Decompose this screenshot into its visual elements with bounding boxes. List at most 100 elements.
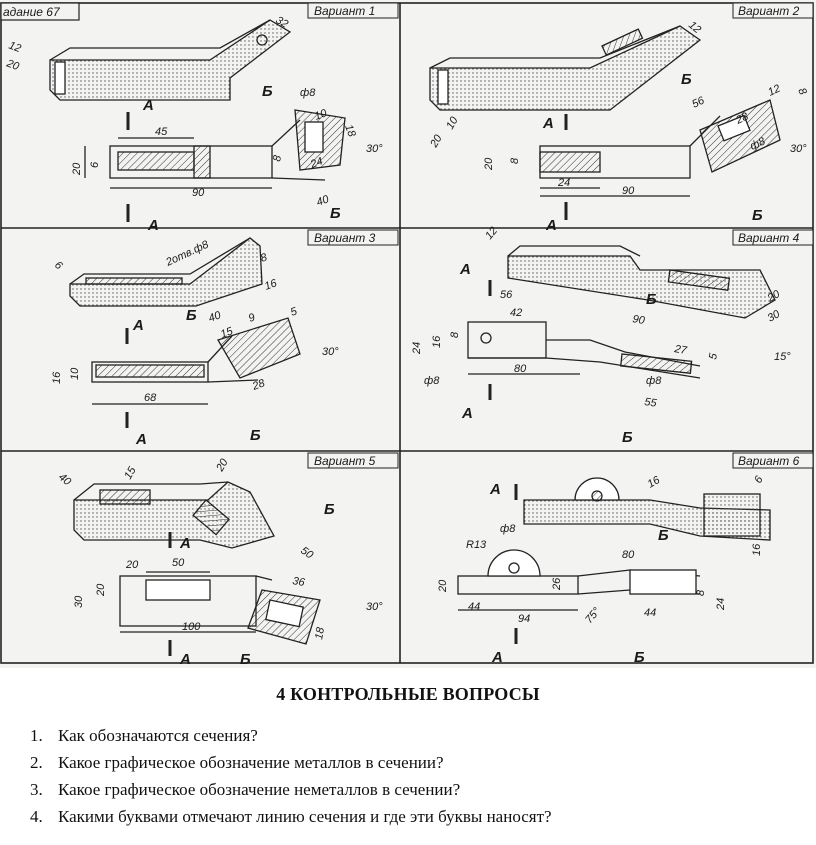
svg-text:90: 90 bbox=[622, 185, 635, 197]
list-item: 1.Как обозначаются сечения? bbox=[30, 722, 552, 749]
svg-text:Вариант 6: Вариант 6 bbox=[738, 454, 800, 468]
control-questions-section: 4 КОНТРОЛЬНЫЕ ВОПРОСЫ 1.Как обозначаются… bbox=[0, 672, 816, 842]
svg-text:R13: R13 bbox=[466, 539, 487, 551]
svg-text:6: 6 bbox=[89, 161, 101, 168]
svg-text:30°: 30° bbox=[790, 143, 807, 155]
svg-text:Вариант 4: Вариант 4 bbox=[738, 231, 800, 245]
variant-title-1: Вариант 1 bbox=[307, 2, 399, 19]
svg-text:А: А bbox=[179, 651, 191, 668]
svg-text:16: 16 bbox=[751, 543, 763, 556]
svg-text:26: 26 bbox=[551, 577, 563, 591]
svg-text:5: 5 bbox=[707, 352, 720, 361]
svg-text:40: 40 bbox=[207, 309, 223, 325]
svg-text:Б: Б bbox=[262, 83, 273, 100]
section-title: 4 КОНТРОЛЬНЫЕ ВОПРОСЫ bbox=[276, 684, 540, 704]
svg-text:Б: Б bbox=[658, 527, 669, 544]
svg-text:50: 50 bbox=[172, 557, 185, 569]
svg-text:42: 42 bbox=[510, 307, 522, 319]
svg-text:20: 20 bbox=[71, 162, 83, 176]
svg-text:9: 9 bbox=[247, 311, 257, 324]
variant-6-dims: 16 6 16 ф8 R13 80 20 26 8 24 44 94 75° 4… bbox=[437, 473, 766, 666]
svg-text:44: 44 bbox=[644, 607, 656, 619]
svg-text:20: 20 bbox=[428, 132, 445, 150]
svg-text:20: 20 bbox=[95, 583, 107, 597]
svg-text:56: 56 bbox=[690, 94, 707, 110]
svg-text:А: А bbox=[179, 535, 191, 552]
svg-text:Б: Б bbox=[324, 501, 335, 518]
svg-text:8: 8 bbox=[449, 331, 461, 338]
svg-text:10: 10 bbox=[313, 107, 329, 123]
svg-text:8: 8 bbox=[795, 86, 809, 97]
svg-text:Вариант 2: Вариант 2 bbox=[738, 4, 800, 18]
svg-text:Вариант 5: Вариант 5 bbox=[314, 454, 376, 468]
svg-text:8: 8 bbox=[271, 154, 284, 163]
svg-text:80: 80 bbox=[622, 549, 635, 561]
svg-text:Б: Б bbox=[681, 71, 692, 88]
svg-text:6: 6 bbox=[752, 473, 766, 485]
svg-text:80: 80 bbox=[514, 363, 527, 375]
svg-text:ф8: ф8 bbox=[500, 523, 516, 535]
svg-text:А: А bbox=[542, 115, 554, 132]
svg-text:15°: 15° bbox=[774, 351, 791, 363]
svg-text:20: 20 bbox=[214, 456, 231, 474]
questions-list: 1.Как обозначаются сечения? 2.Какое граф… bbox=[30, 722, 552, 830]
svg-text:44: 44 bbox=[468, 601, 480, 613]
variant-title-6: Вариант 6 bbox=[732, 452, 814, 469]
svg-text:90: 90 bbox=[631, 313, 646, 327]
svg-text:Б: Б bbox=[634, 649, 645, 666]
list-item: 3.Какое графическое обозначение неметалл… bbox=[30, 776, 552, 803]
svg-text:16: 16 bbox=[431, 335, 443, 348]
svg-text:24: 24 bbox=[308, 155, 325, 171]
svg-text:Б: Б bbox=[240, 651, 251, 668]
svg-text:12: 12 bbox=[7, 40, 23, 55]
svg-text:5: 5 bbox=[289, 305, 300, 319]
svg-text:36: 36 bbox=[291, 575, 306, 589]
svg-text:А: А bbox=[491, 649, 503, 666]
svg-text:15: 15 bbox=[219, 325, 235, 341]
variant-3-drawing bbox=[69, 237, 301, 428]
svg-text:27: 27 bbox=[672, 343, 688, 357]
variant-title-5: Вариант 5 bbox=[307, 452, 399, 469]
svg-text:16: 16 bbox=[646, 474, 663, 491]
task-label: адание 67 bbox=[3, 5, 61, 19]
svg-text:ф8: ф8 bbox=[300, 87, 316, 99]
svg-text:А: А bbox=[147, 217, 159, 234]
svg-text:15: 15 bbox=[122, 464, 139, 481]
svg-text:А: А bbox=[135, 431, 147, 448]
list-item: 4.Какими буквами отмечают линию сечения … bbox=[30, 803, 552, 830]
svg-text:55: 55 bbox=[644, 396, 659, 410]
svg-text:Б: Б bbox=[330, 205, 341, 222]
svg-text:30°: 30° bbox=[366, 601, 383, 613]
svg-text:30°: 30° bbox=[322, 346, 339, 358]
question-text: Как обозначаются сечения? bbox=[58, 726, 258, 745]
svg-text:30°: 30° bbox=[366, 143, 383, 155]
svg-text:16: 16 bbox=[51, 371, 63, 384]
svg-text:24: 24 bbox=[715, 598, 727, 611]
svg-text:20: 20 bbox=[437, 579, 449, 593]
svg-text:А: А bbox=[132, 317, 144, 334]
svg-text:75°: 75° bbox=[583, 605, 603, 626]
svg-text:6: 6 bbox=[52, 259, 65, 273]
svg-text:10: 10 bbox=[69, 367, 81, 380]
variant-title-4: Вариант 4 bbox=[732, 229, 814, 246]
svg-text:2отв.ф8: 2отв.ф8 bbox=[163, 238, 211, 269]
variant-5-dims: 40 15 20 20 50 30 20 100 50 36 18 30° А … bbox=[56, 456, 383, 668]
svg-text:8: 8 bbox=[259, 251, 270, 265]
variant-title-2: Вариант 2 bbox=[732, 2, 814, 19]
question-text: Какое графическое обозначение неметаллов… bbox=[58, 780, 461, 799]
svg-text:24: 24 bbox=[411, 342, 423, 355]
svg-text:40: 40 bbox=[315, 193, 331, 209]
svg-text:Б: Б bbox=[622, 429, 633, 446]
svg-text:А: А bbox=[545, 217, 557, 234]
svg-text:Б: Б bbox=[646, 291, 657, 308]
variant-2-dims: 12 10 20 20 8 24 90 56 28 12 8 ф8 30° А … bbox=[428, 19, 809, 234]
svg-text:8: 8 bbox=[509, 157, 521, 164]
svg-text:Б: Б bbox=[250, 427, 261, 444]
svg-text:18: 18 bbox=[342, 123, 358, 139]
svg-text:А: А bbox=[459, 261, 471, 278]
variant-title-3: Вариант 3 bbox=[307, 229, 399, 246]
svg-text:ф8: ф8 bbox=[424, 375, 440, 387]
svg-text:Б: Б bbox=[752, 207, 763, 224]
variant-1-drawing bbox=[49, 19, 346, 222]
svg-text:Вариант 1: Вариант 1 bbox=[314, 4, 375, 18]
